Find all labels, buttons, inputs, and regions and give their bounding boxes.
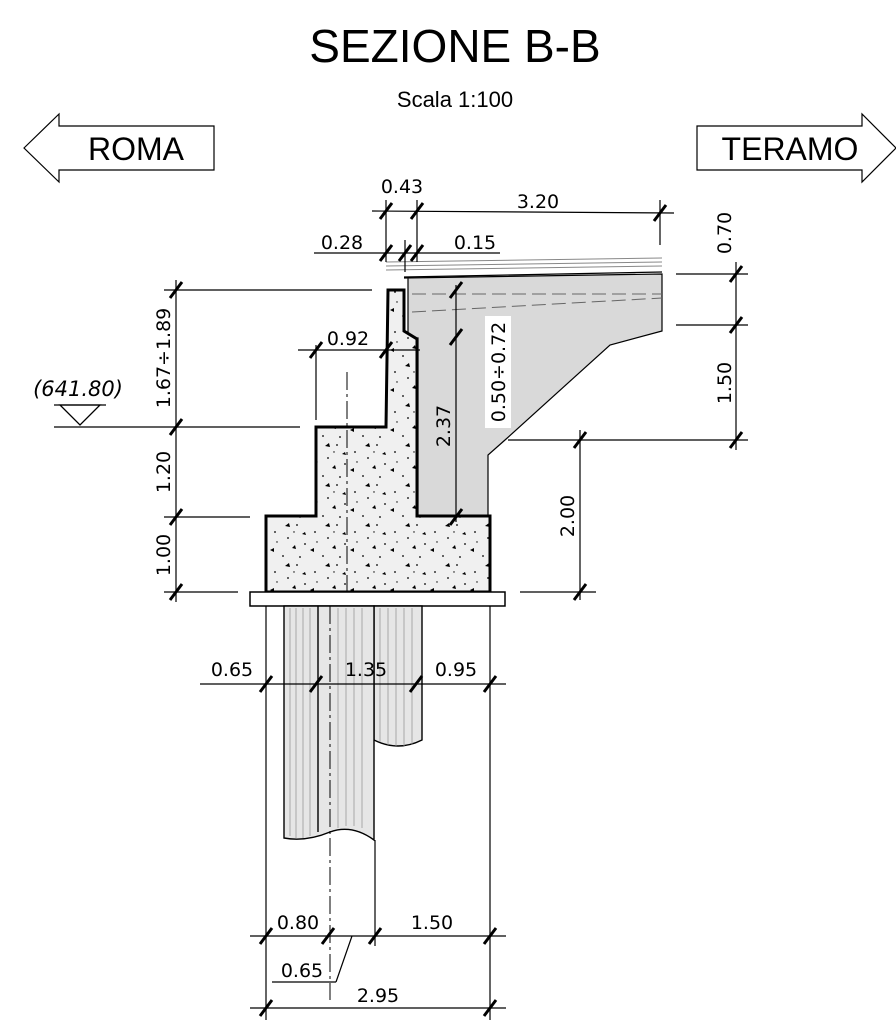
dim-label: 1.50: [714, 362, 736, 404]
dim-label: 1.67÷1.89: [153, 308, 175, 409]
level-triangle-icon: [54, 404, 150, 428]
page-title: SEZIONE B-B: [309, 20, 600, 72]
dimension-labels: 0.43 3.20 0.28 0.15 0.92 0.65 1.35 0.95 …: [153, 176, 736, 1007]
dim-label: 0.70: [714, 212, 736, 254]
direction-right-label: TERAMO: [722, 131, 859, 167]
dim-label: 0.15: [454, 232, 496, 254]
right-arrow-icon: [696, 112, 896, 184]
dim-label: 1.35: [345, 659, 387, 681]
dim-label: 2.37: [433, 405, 455, 447]
dim-label: 0.65: [281, 960, 323, 982]
dimension-lines: [150, 200, 748, 1020]
dim-label: 0.50÷0.72: [488, 322, 510, 423]
dim-label: 0.65: [211, 659, 253, 681]
dim-label: 0.43: [381, 176, 423, 198]
dim-label: 0.28: [321, 232, 363, 254]
pile-cap: [249, 591, 506, 607]
dim-label: 2.95: [357, 985, 399, 1007]
piles: [283, 605, 423, 1000]
left-arrow-icon: [23, 112, 215, 184]
deck-slab: [385, 257, 663, 517]
dim-label: 0.80: [277, 912, 319, 934]
dim-label: 0.95: [435, 659, 477, 681]
dim-label: 1.50: [411, 912, 453, 934]
dim-label: 3.20: [517, 191, 559, 213]
dim-label: 2.00: [557, 495, 579, 537]
dim-label: 1.00: [153, 534, 175, 576]
dim-label: 1.20: [153, 451, 175, 493]
dim-label: 0.92: [327, 328, 369, 350]
level-label: (641.80): [33, 377, 123, 401]
scale-label: Scala 1:100: [397, 87, 513, 112]
direction-left-label: ROMA: [88, 131, 185, 167]
